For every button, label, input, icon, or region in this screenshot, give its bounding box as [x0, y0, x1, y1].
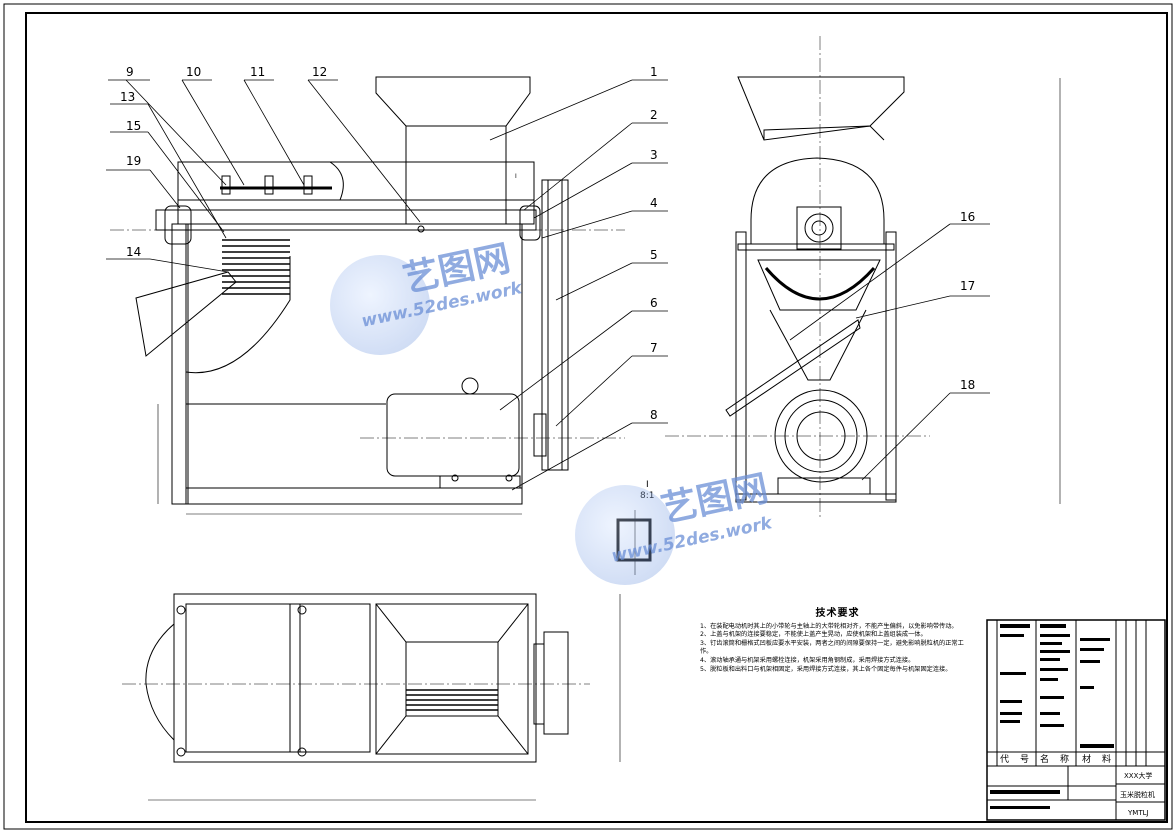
outer-border	[3, 3, 1173, 830]
header-dai: 代	[1000, 754, 1009, 765]
tech-requirements: 技术要求 1、在装配电动机时其上的小带轮与主轴上的大带轮相对齐，不能产生偏斜，以…	[700, 608, 975, 674]
part-label-4: 4	[650, 196, 658, 210]
tech-requirement-2: 2、上盖与机架的连接要稳定，不能使上盖产生晃动，应使机架和上盖组装成一体。	[700, 631, 927, 639]
part-label-15: 15	[126, 119, 141, 133]
tech-requirement-1: 1、在装配电动机时其上的小带轮与主轴上的大带轮相对齐，不能产生偏斜，以免影响带传…	[700, 622, 958, 630]
part-label-9: 9	[126, 65, 134, 79]
inner-border	[25, 12, 1168, 823]
part-label-6: 6	[650, 296, 658, 310]
watermark-globe-icon	[330, 255, 430, 355]
header-hao: 号	[1020, 754, 1029, 765]
header-cai: 材	[1082, 753, 1091, 765]
watermark-globe-icon-2	[575, 485, 675, 585]
title-block-text-bars	[990, 624, 1114, 809]
header-cheng: 称	[1060, 753, 1069, 765]
leader-lines	[106, 79, 990, 491]
part-label-3: 3	[650, 148, 658, 162]
tech-requirements-title: 技术要求	[815, 608, 860, 619]
part-number-labels: 1 2 3 4 5 6 7 8 9 10 11 12 13 14 15 16 1…	[120, 65, 975, 422]
tech-requirement-4: 4、滚动轴承通与机架采用螺栓连接，机架采用角钢制成，采用焊接方式连接。	[700, 656, 915, 664]
part-label-14: 14	[126, 245, 141, 259]
center-lines	[110, 36, 930, 685]
university-name: XXX大学	[1124, 771, 1152, 780]
detail-title: I	[646, 480, 649, 490]
part-label-1: 1	[650, 65, 658, 79]
tech-requirement-5: 5、脱粒板和出料口与机架相固定，采用焊接方式连接，其上各个固定每件与机架固定连接…	[700, 665, 952, 673]
part-label-17: 17	[960, 279, 975, 293]
top-view	[145, 593, 621, 801]
part-label-5: 5	[650, 248, 658, 262]
header-liao: 料	[1102, 753, 1111, 765]
part-label-2: 2	[650, 108, 658, 122]
detail-marker: I	[515, 173, 517, 180]
part-label-7: 7	[650, 341, 658, 355]
title-block	[986, 619, 1166, 821]
side-view	[725, 76, 1061, 504]
header-ming: 名	[1040, 753, 1049, 765]
part-label-10: 10	[186, 65, 201, 79]
part-label-18: 18	[960, 378, 975, 392]
drawing-code: YMTLJ	[1127, 809, 1149, 817]
part-label-11: 11	[250, 65, 265, 79]
part-label-8: 8	[650, 408, 658, 422]
part-label-16: 16	[960, 210, 975, 224]
tech-requirement-3: 3、钉齿滚筒和栅格式凹板应要水平安装，两者之间的间隙要保持一定，避免影响脱粒机的…	[700, 639, 964, 656]
part-label-19: 19	[126, 154, 141, 168]
detail-scale: 8:1	[640, 491, 654, 501]
part-label-12: 12	[312, 65, 327, 79]
detail-i	[616, 510, 652, 575]
front-view	[135, 76, 569, 515]
part-label-13: 13	[120, 90, 135, 104]
title-block-headers: 代 号 名 称 材 料	[1000, 753, 1111, 765]
drawing-name: 玉米脱粒机	[1120, 790, 1155, 799]
